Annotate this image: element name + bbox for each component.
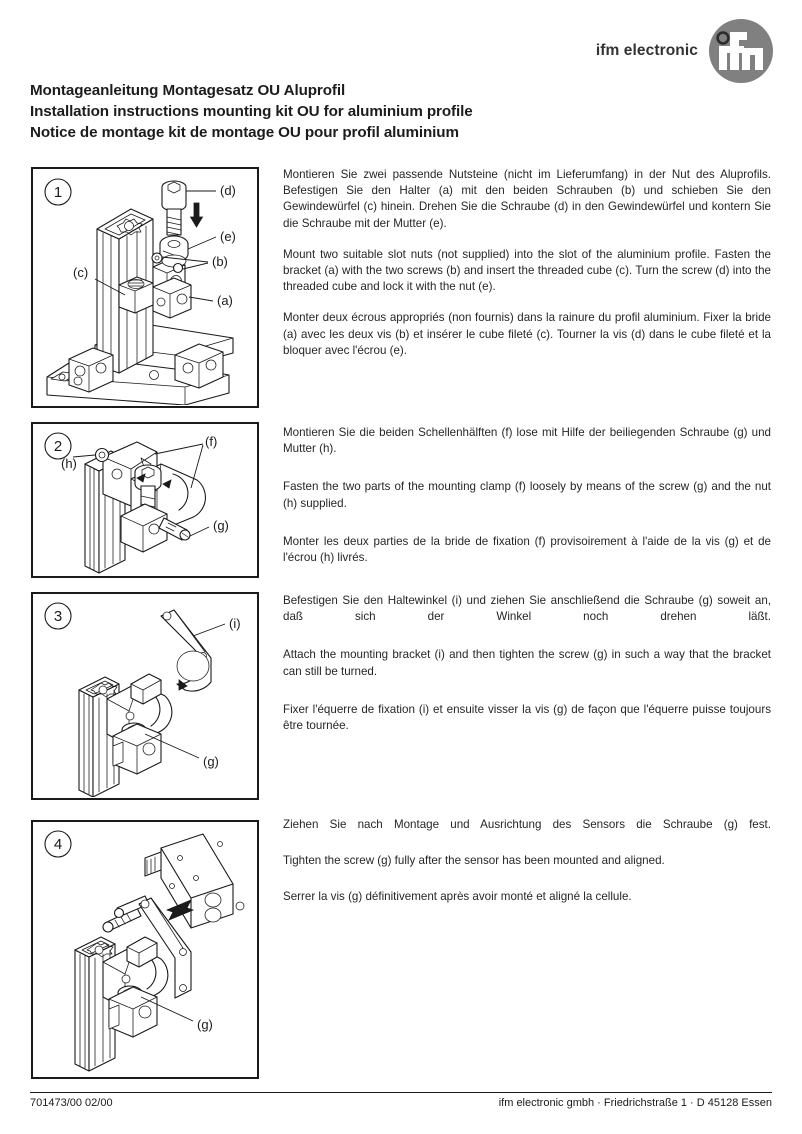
ifm-logo-icon <box>709 19 773 83</box>
mounting-bracket-i <box>160 609 212 692</box>
callout-f: (f) <box>205 434 217 449</box>
step-4-text-fr: Serrer la vis (g) définitivement après a… <box>283 890 632 904</box>
figure-2-number: 2 <box>54 438 62 455</box>
step-1-text-de: Montieren Sie zwei passende Nutsteine (n… <box>283 168 771 230</box>
lower-block <box>108 986 158 1038</box>
lower-mounting-blocks <box>68 343 224 393</box>
callout-i: (i) <box>229 616 241 631</box>
step-2-text-de: Montieren Sie die beiden Schellenhälften… <box>283 426 771 456</box>
threaded-cube-c <box>118 276 154 314</box>
step-2-text-en: Fasten the two parts of the mounting cla… <box>283 480 771 510</box>
figure-1-callouts: (d) (e) (b) (a) (c) <box>73 183 236 308</box>
screw-g <box>158 517 191 541</box>
callout-c: (c) <box>73 265 88 280</box>
figure-4-callouts: (g) <box>140 996 213 1032</box>
title-en: Installation instructions mounting kit O… <box>30 103 473 120</box>
step-2-text: Montieren Sie die beiden Schellenhälften… <box>283 425 771 566</box>
lower-block <box>112 723 162 775</box>
figure-step-2: 2 <box>31 422 259 578</box>
callout-g: (g) <box>213 518 229 533</box>
figure-step-4: 4 <box>31 820 259 1079</box>
callout-e: (e) <box>220 229 236 244</box>
title-fr: Notice de montage kit de montage OU pour… <box>30 124 459 141</box>
mounted-bracket <box>138 897 192 999</box>
page-title: Montageanleitung Montagesatz OU Aluprofi… <box>30 80 590 143</box>
callout-d: (d) <box>220 183 236 198</box>
loose-screws <box>102 895 150 933</box>
figure-3-illustration: 3 <box>44 602 241 797</box>
figure-4-number: 4 <box>54 836 62 853</box>
brand-logo: ifm electronic <box>596 18 774 84</box>
figure-1-illustration: 1 <box>44 178 236 405</box>
figure-step-1: 1 <box>31 167 259 408</box>
step-4-text-en: Tighten the screw (g) fully after the se… <box>283 854 665 868</box>
step-3-text-fr: Fixer l'équerre de fixation (i) et ensui… <box>283 702 771 733</box>
figure-step-3: 3 <box>31 592 259 800</box>
title-de: Montageanleitung Montagesatz OU Aluprofi… <box>30 82 346 99</box>
figure-2-illustration: 2 <box>44 432 229 574</box>
nut-e <box>159 235 189 268</box>
footer-divider <box>30 1092 772 1093</box>
figure-4-illustration: 4 <box>44 830 245 1072</box>
step-4-text: Ziehen Sie nach Montage und Ausrichtung … <box>283 817 771 906</box>
figure-1-number: 1 <box>54 184 62 201</box>
figure-3-number: 3 <box>54 608 62 625</box>
callout-a: (a) <box>217 293 233 308</box>
footer-doc-number: 701473/00 02/00 <box>30 1097 113 1109</box>
vertical-profile <box>74 936 116 1072</box>
step-1-text: Montieren Sie zwei passende Nutsteine (n… <box>283 167 771 359</box>
lower-block <box>120 503 168 553</box>
figure-3-callouts: (i) (g) <box>144 616 241 769</box>
sensor-body <box>144 833 245 929</box>
callout-g: (g) <box>203 754 219 769</box>
step-1-text-fr: Monter deux écrous appropriés (non fourn… <box>283 311 771 357</box>
callout-h: (h) <box>61 456 77 471</box>
bracket-a <box>152 258 192 319</box>
brand-name: ifm electronic <box>595 42 698 59</box>
nut-h <box>94 447 110 463</box>
step-3-text: Befestigen Sie den Haltewinkel (i) und z… <box>283 593 771 734</box>
figure-2-callouts: (f) (g) (h) <box>61 434 229 537</box>
footer-company-address: ifm electronic gmbh · Friedrichstraße 1 … <box>498 1097 772 1109</box>
step-1-text-en: Mount two suitable slot nuts (not suppli… <box>283 247 771 294</box>
screws-b <box>151 252 184 274</box>
step-2-text-fr: Monter les deux parties de la bride de f… <box>283 534 771 565</box>
callout-b: (b) <box>212 254 228 269</box>
screw-d <box>161 180 204 236</box>
callout-g: (g) <box>197 1017 213 1032</box>
step-3-text-en: Attach the mounting bracket (i) and then… <box>283 648 771 678</box>
step-3-text-de: Befestigen Sie den Haltewinkel (i) und z… <box>283 594 771 624</box>
step-4-text-de: Ziehen Sie nach Montage und Ausrichtung … <box>283 818 771 831</box>
